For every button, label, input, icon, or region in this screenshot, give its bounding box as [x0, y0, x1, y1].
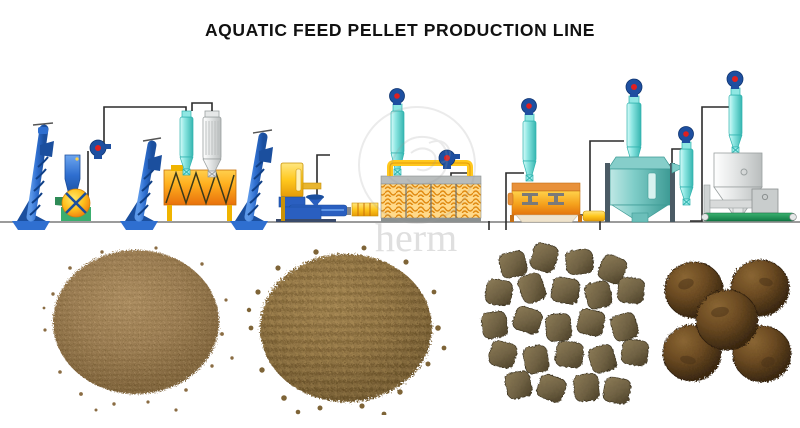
ribbon-mixer — [163, 165, 237, 221]
screw-conveyor-1 — [12, 122, 54, 230]
product-cylinder-pellets — [476, 234, 671, 414]
crusher — [55, 154, 91, 221]
fan-top-cyclone-2 — [389, 88, 405, 105]
fan-1 — [89, 139, 111, 159]
cyclone-4 — [625, 78, 643, 168]
fan-top-cyclone-6 — [726, 70, 744, 89]
fan-top-cyclone-4 — [625, 78, 643, 97]
pulse-dust-filter — [191, 102, 222, 178]
screw-conveyor-3 — [230, 129, 273, 230]
fan-2 — [438, 149, 460, 169]
cyclone-6 — [726, 70, 744, 154]
process-flow-diagram — [0, 45, 800, 230]
packing-machine — [703, 184, 779, 220]
flavoring-machine — [507, 182, 606, 223]
feed-extruder — [276, 162, 379, 222]
product-small-pellets — [246, 240, 451, 415]
packing-conveyor — [701, 212, 797, 222]
page-title: AQUATIC FEED PELLET PRODUCTION LINE — [204, 20, 596, 40]
screw-conveyor-2 — [120, 137, 162, 230]
fan-top-cyclone-5 — [678, 126, 694, 143]
product-fine-granules — [36, 234, 246, 419]
counter-flow-cooler — [605, 156, 685, 223]
multi-layer-dryer — [380, 160, 482, 222]
product-ball-pellets — [656, 250, 800, 400]
cyclone-1 — [179, 110, 194, 176]
cyclone-5 — [678, 126, 694, 206]
cyclone-3 — [521, 98, 537, 182]
fan-top-cyclone-3 — [521, 98, 537, 115]
product-photo-strip — [0, 228, 800, 428]
